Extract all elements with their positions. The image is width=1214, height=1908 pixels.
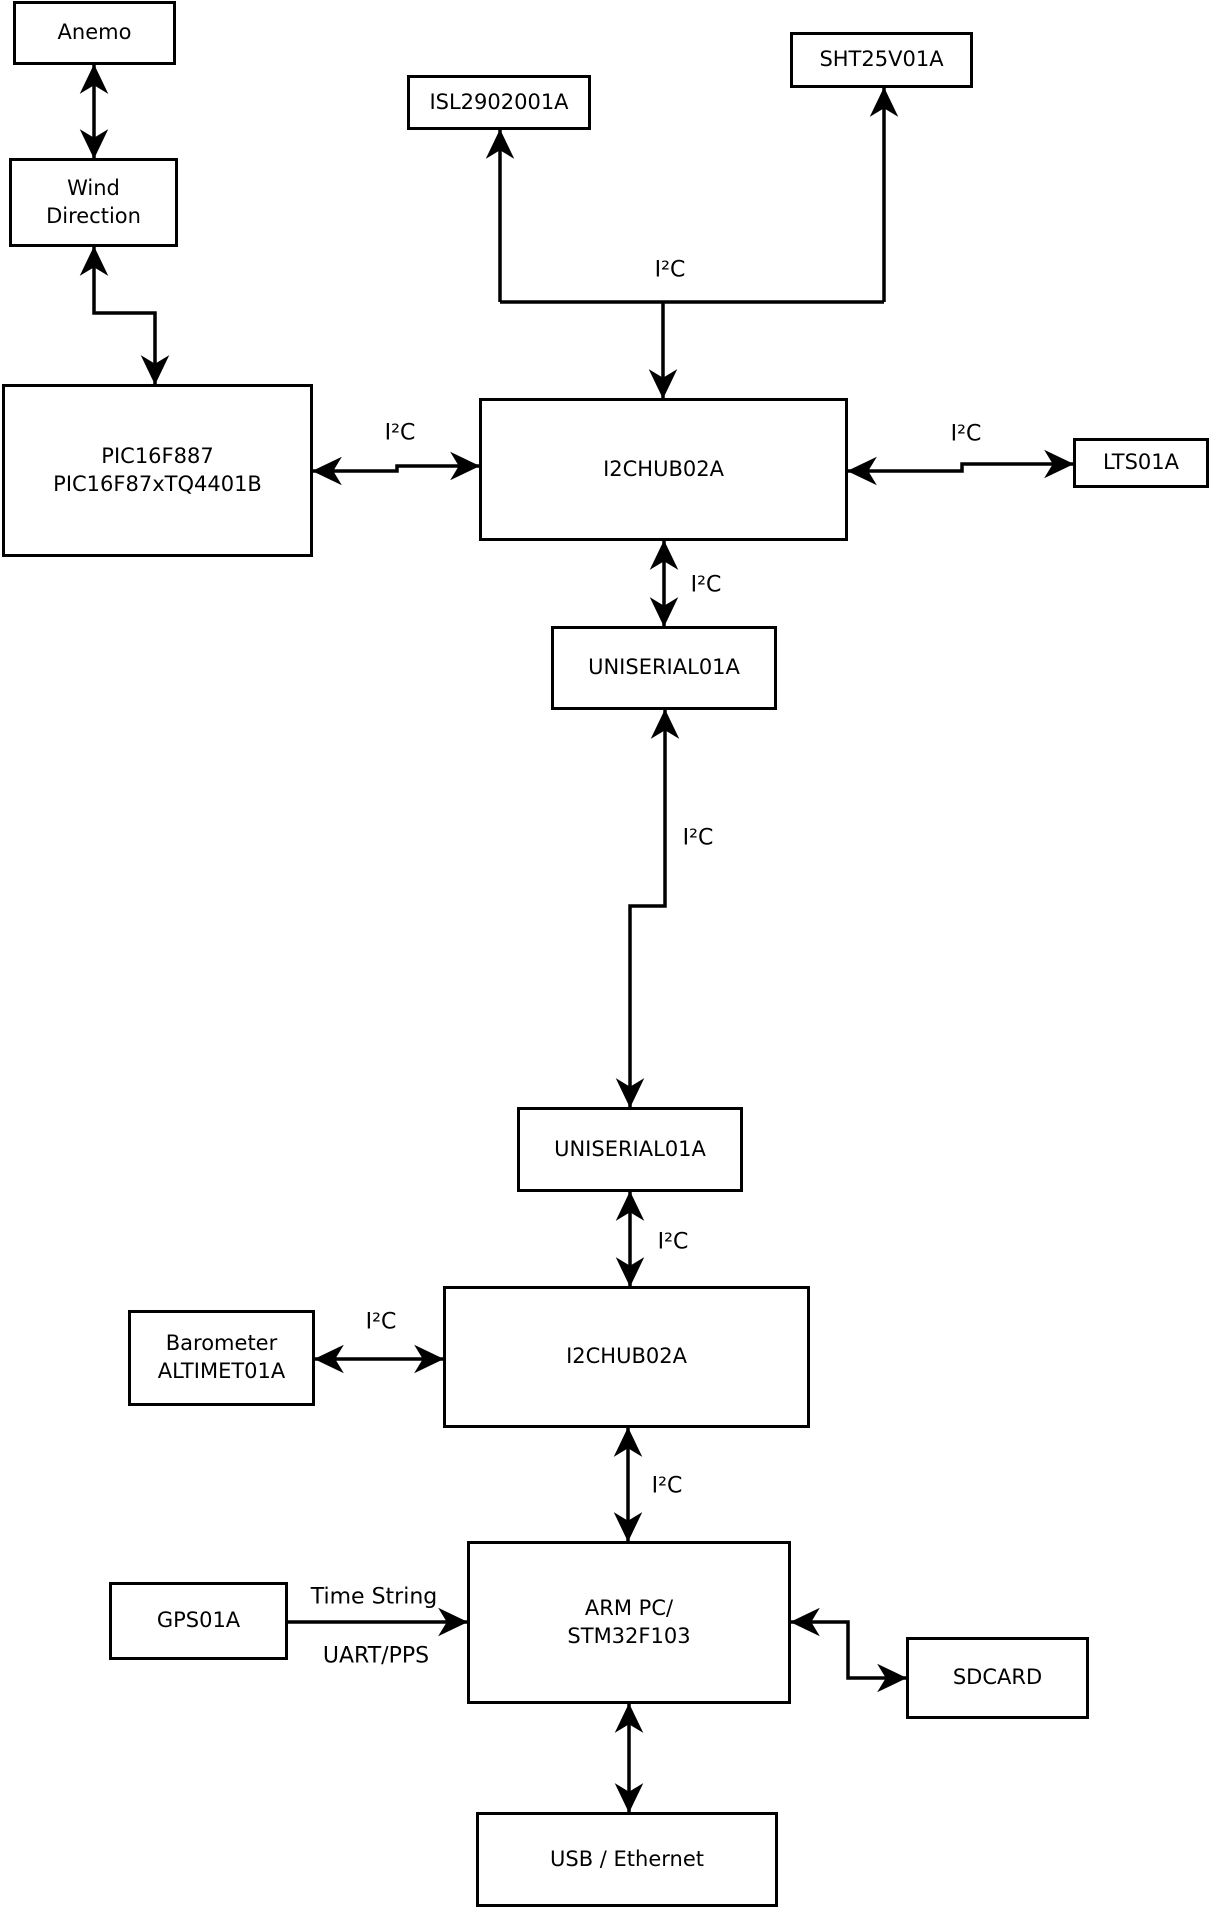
box-pic16f887-line1: PIC16F887 bbox=[101, 443, 214, 468]
edge-label-i2c-pic-hub1: I²C bbox=[384, 420, 416, 446]
connector-hub1-lts bbox=[847, 449, 1074, 486]
box-isl2902001a: ISL2902001A bbox=[407, 75, 591, 130]
edge-label-i2c-bus: I²C bbox=[654, 257, 686, 283]
connector-uniserial1-uniserial2 bbox=[615, 709, 680, 1108]
box-uniserial01a-1-label: UNISERIAL01A bbox=[588, 655, 740, 680]
box-gps01a: GPS01A bbox=[109, 1582, 288, 1660]
box-anemo-label: Anemo bbox=[57, 20, 132, 45]
box-sht25v01a-label: SHT25V01A bbox=[819, 47, 944, 72]
connector-arm-sdcard bbox=[790, 1607, 907, 1693]
box-wind-direction-line2: Direction bbox=[46, 203, 141, 228]
box-wind-direction: Wind Direction bbox=[9, 158, 178, 247]
box-lts01a: LTS01A bbox=[1073, 438, 1209, 488]
edge-label-i2c-hub1-uniserial1: I²C bbox=[690, 572, 722, 598]
box-anemo: Anemo bbox=[13, 1, 176, 65]
connector-wind-pic bbox=[79, 246, 170, 385]
box-usb-ethernet-label: USB / Ethernet bbox=[550, 1846, 704, 1871]
box-uniserial01a-2: UNISERIAL01A bbox=[517, 1107, 743, 1192]
box-wind-direction-line1: Wind bbox=[67, 175, 120, 200]
box-barometer-line2: ALTIMET01A bbox=[157, 1359, 286, 1383]
box-barometer-line1: Barometer bbox=[165, 1331, 278, 1356]
edge-label-time-string: Time String bbox=[310, 1584, 438, 1610]
box-pic16f887-line2: PIC16F87xTQ4401B bbox=[53, 471, 262, 496]
box-uniserial01a-1: UNISERIAL01A bbox=[551, 626, 777, 710]
box-sdcard-label: SDCARD bbox=[952, 1665, 1043, 1690]
box-i2chub02a-bottom-label: I2CHUB02A bbox=[566, 1344, 687, 1369]
box-i2chub02a-bottom: I2CHUB02A bbox=[443, 1286, 810, 1428]
box-isl2902001a-label: ISL2902001A bbox=[429, 89, 569, 114]
box-i2chub02a-top-label: I2CHUB02A bbox=[603, 456, 724, 481]
box-uniserial01a-2-label: UNISERIAL01A bbox=[554, 1136, 706, 1161]
edge-label-i2c-uniserial2-hub2: I²C bbox=[657, 1229, 689, 1255]
box-sdcard: SDCARD bbox=[906, 1637, 1089, 1719]
edge-label-i2c-uniserial1-uniserial2: I²C bbox=[682, 825, 714, 851]
edge-label-uart-pps: UART/PPS bbox=[322, 1643, 430, 1669]
box-i2chub02a-top: I2CHUB02A bbox=[479, 398, 848, 541]
box-pic16f887: PIC16F887 PIC16F87xTQ4401B bbox=[2, 384, 313, 557]
box-arm-line1: ARM PC/ bbox=[584, 1595, 674, 1620]
edge-label-i2c-hub2-arm: I²C bbox=[651, 1473, 683, 1499]
box-lts01a-label: LTS01A bbox=[1102, 450, 1180, 475]
edge-label-i2c-hub1-lts: I²C bbox=[950, 421, 982, 447]
box-barometer-altimet01a: Barometer ALTIMET01A bbox=[128, 1310, 315, 1406]
box-usb-ethernet: USB / Ethernet bbox=[476, 1812, 778, 1907]
box-gps01a-label: GPS01A bbox=[156, 1608, 241, 1633]
box-sht25v01a: SHT25V01A bbox=[790, 32, 973, 88]
connector-pic-hub1 bbox=[312, 451, 480, 486]
box-arm-line2: STM32F103 bbox=[567, 1623, 691, 1648]
edge-label-i2c-barometer-hub2: I²C bbox=[365, 1309, 397, 1335]
box-arm-pc-stm32f103: ARM PC/ STM32F103 bbox=[467, 1541, 791, 1704]
